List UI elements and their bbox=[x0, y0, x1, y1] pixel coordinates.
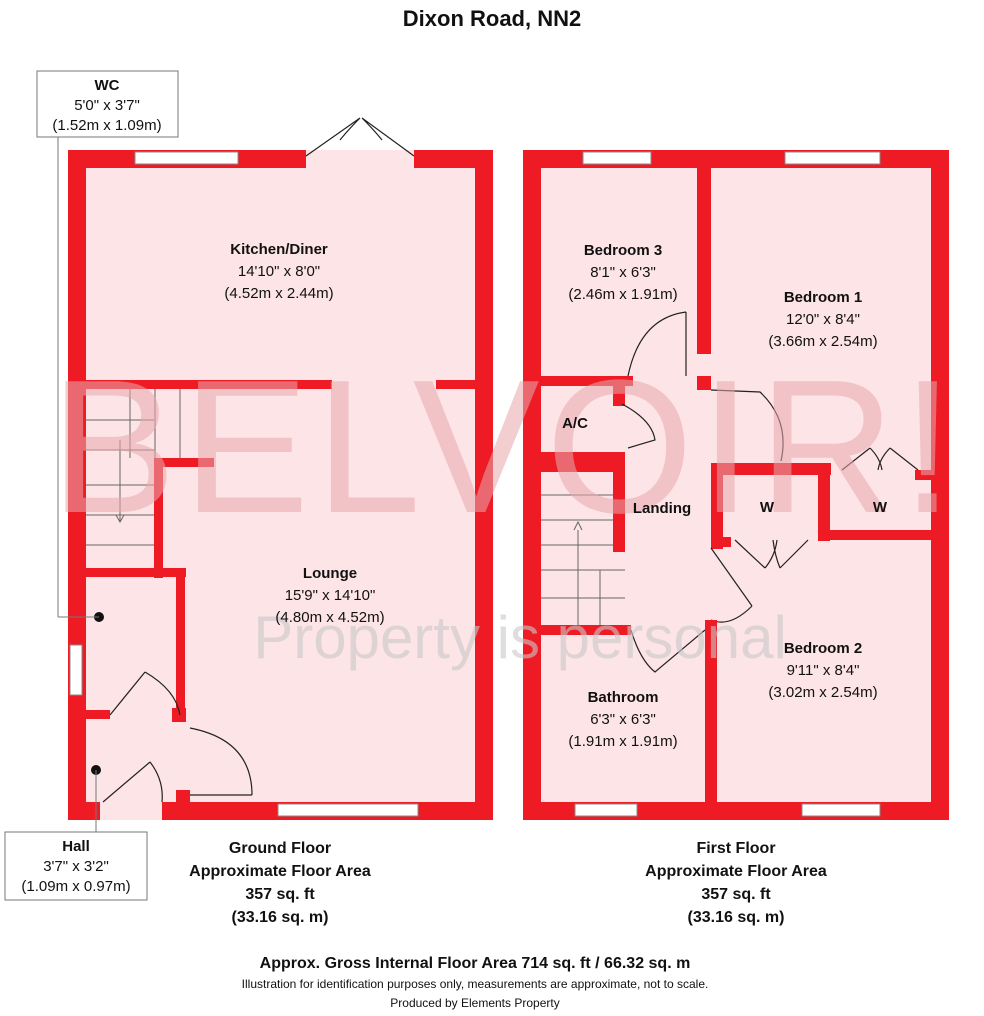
first-floor-sqft: 357 sq. ft bbox=[701, 886, 771, 903]
stair-wall-bottom bbox=[86, 568, 186, 577]
bedroom3-name: Bedroom 3 bbox=[584, 242, 662, 259]
ground-floor bbox=[57, 117, 493, 832]
wardrobe1-name: W bbox=[760, 499, 775, 516]
watermark-tagline: Property is personal bbox=[253, 604, 787, 671]
hall-wall-left bbox=[86, 710, 110, 719]
bathroom-bed2-wall bbox=[705, 620, 717, 806]
kitchen-name: Kitchen/Diner bbox=[230, 241, 328, 258]
kitchen-divider-left bbox=[86, 380, 332, 389]
hall-wall-stub bbox=[172, 708, 186, 722]
wardrobe1-doors bbox=[734, 539, 809, 569]
bed3-bed1-wall-stub bbox=[697, 376, 711, 390]
first-floor-area bbox=[523, 150, 949, 820]
hall-label-box bbox=[4, 831, 148, 901]
kitchen-window bbox=[134, 151, 239, 165]
kitchen-imperial: 14'10" x 8'0" bbox=[238, 263, 320, 280]
stair-wall-top bbox=[154, 458, 214, 467]
lounge-name: Lounge bbox=[303, 565, 357, 582]
lounge-door bbox=[189, 727, 253, 796]
wc-door bbox=[109, 671, 181, 716]
producer-credit: Produced by Elements Property bbox=[390, 996, 559, 1010]
bedroom1-bottom-wall-right bbox=[915, 470, 931, 480]
patio-door-opening bbox=[306, 150, 414, 168]
hall-metric: (1.09m x 0.97m) bbox=[21, 878, 130, 895]
wardrobe-divider bbox=[818, 475, 830, 541]
bathroom-door bbox=[630, 629, 706, 673]
hall-corner bbox=[176, 790, 190, 804]
front-door bbox=[102, 761, 163, 803]
bathroom-imperial: 6'3" x 6'3" bbox=[590, 711, 656, 728]
kitchen-metric: (4.52m x 2.44m) bbox=[224, 285, 333, 302]
patio-door-icon bbox=[305, 117, 415, 157]
wardrobe1-left-wall bbox=[711, 463, 723, 549]
bedroom1-door bbox=[710, 389, 784, 462]
lounge-window bbox=[277, 803, 419, 817]
bedroom1-bottom-wall-left bbox=[711, 463, 831, 475]
wc-label-box bbox=[36, 70, 179, 138]
bedroom3-bottom-wall bbox=[541, 376, 633, 386]
bedroom2-metric: (3.02m x 2.54m) bbox=[768, 684, 877, 701]
bathroom-window bbox=[574, 803, 638, 817]
bedroom1-metric: (3.66m x 2.54m) bbox=[768, 333, 877, 350]
first-right-wall bbox=[931, 150, 949, 820]
hall-name: Hall bbox=[62, 838, 90, 855]
bedroom2-imperial: 9'11" x 8'4" bbox=[787, 662, 860, 679]
ac-door bbox=[621, 403, 656, 449]
wc-metric: (1.52m x 1.09m) bbox=[52, 117, 161, 134]
ground-stairs bbox=[86, 389, 181, 546]
first-floor bbox=[523, 150, 949, 820]
bedroom2-name: Bedroom 2 bbox=[784, 640, 862, 657]
ground-floor-title: Ground Floor bbox=[229, 840, 331, 857]
hall-window bbox=[69, 644, 83, 696]
stair-wall-right bbox=[154, 458, 163, 578]
ground-floor-sqft: 357 sq. ft bbox=[245, 886, 315, 903]
lounge-imperial: 15'9" x 14'10" bbox=[285, 587, 376, 604]
ground-floor-sqm: (33.16 sq. m) bbox=[232, 909, 329, 926]
front-door-opening bbox=[100, 802, 162, 820]
wardrobe1-bottom-stub bbox=[711, 537, 731, 547]
wardrobe2-doors bbox=[841, 447, 919, 471]
first-floor-sqm: (33.16 sq. m) bbox=[688, 909, 785, 926]
wardrobe2-name: W bbox=[873, 499, 888, 516]
wc-name: WC bbox=[95, 77, 120, 94]
ac-wall-right bbox=[613, 386, 625, 406]
stair-top-wall bbox=[541, 462, 625, 472]
bathroom-metric: (1.91m x 1.91m) bbox=[568, 733, 677, 750]
hall-imperial: 3'7" x 3'2" bbox=[43, 858, 109, 875]
bedroom3-door bbox=[627, 311, 687, 377]
bedroom3-window bbox=[582, 151, 652, 165]
ground-floor-subtitle: Approximate Floor Area bbox=[189, 863, 371, 880]
bedroom3-metric: (2.46m x 1.91m) bbox=[568, 286, 677, 303]
ac-bottom-wall bbox=[541, 452, 625, 462]
gross-floor-area: Approx. Gross Internal Floor Area 714 sq… bbox=[260, 955, 691, 972]
stair-wall-right-first bbox=[613, 462, 625, 552]
first-floor-title: First Floor bbox=[696, 840, 775, 857]
bedroom2-window bbox=[801, 803, 881, 817]
ground-top-wall bbox=[68, 150, 493, 168]
landing-name: Landing bbox=[633, 500, 691, 517]
bedroom1-imperial: 12'0" x 8'4" bbox=[786, 311, 860, 328]
bedroom1-window bbox=[784, 151, 881, 165]
bathroom-top-wall bbox=[541, 625, 631, 635]
ac-name: A/C bbox=[562, 415, 588, 432]
first-floor-subtitle: Approximate Floor Area bbox=[645, 863, 827, 880]
disclaimer: Illustration for identification purposes… bbox=[242, 977, 709, 991]
bathroom-name: Bathroom bbox=[588, 689, 659, 706]
first-left-wall bbox=[523, 150, 541, 820]
kitchen-divider-right bbox=[436, 380, 476, 389]
ground-right-wall bbox=[475, 150, 493, 820]
lounge-metric: (4.80m x 4.52m) bbox=[275, 609, 384, 626]
bedroom1-name: Bedroom 1 bbox=[784, 289, 862, 306]
watermark-logo: BELVOIR! bbox=[50, 341, 960, 553]
wc-imperial: 5'0" x 3'7" bbox=[74, 97, 140, 114]
wc-wall-right bbox=[176, 568, 185, 708]
wardrobe2-bottom-wall bbox=[818, 530, 931, 540]
first-stairs bbox=[541, 494, 625, 625]
plan-title: Dixon Road, NN2 bbox=[403, 6, 581, 31]
bedroom3-imperial: 8'1" x 6'3" bbox=[590, 264, 656, 281]
bed3-bed1-wall-top bbox=[697, 168, 711, 354]
